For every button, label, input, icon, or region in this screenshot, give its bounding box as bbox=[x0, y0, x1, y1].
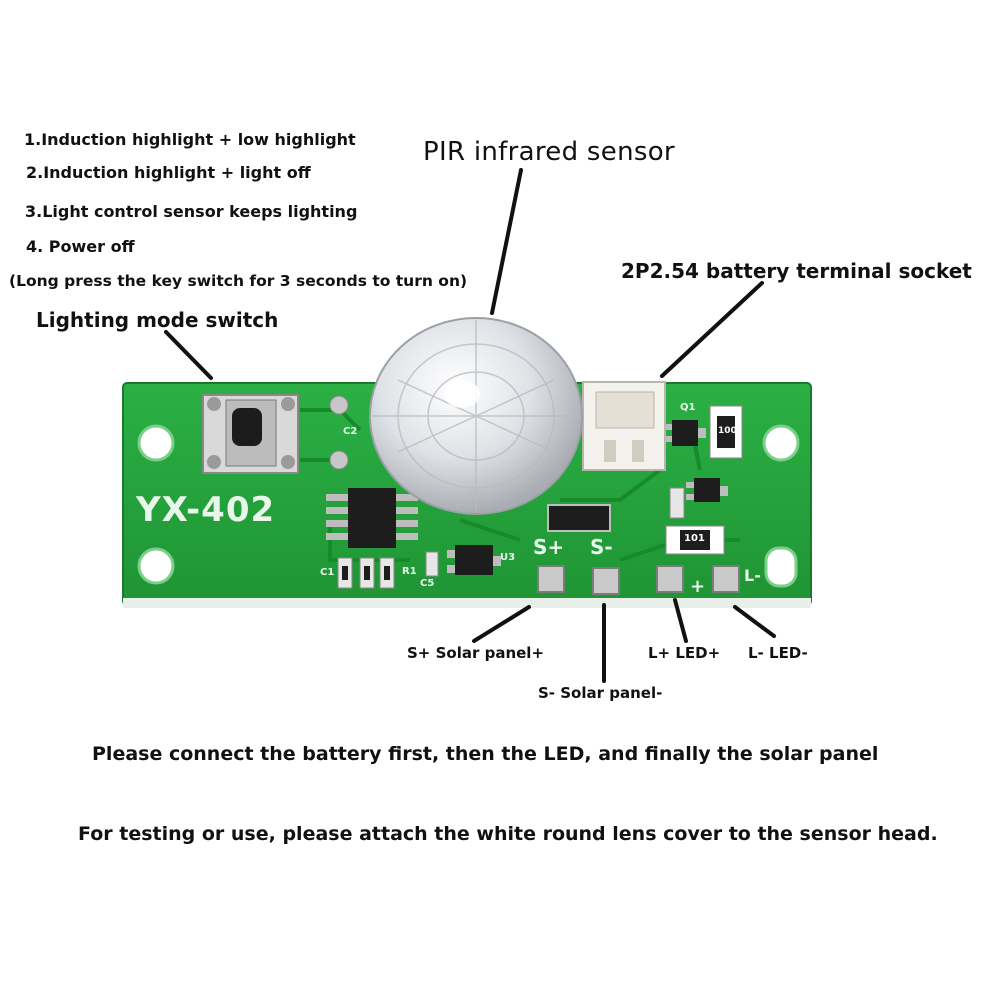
mount-slot-right-bottom bbox=[764, 546, 798, 588]
q1-transistor bbox=[664, 420, 706, 446]
callout-pir bbox=[490, 168, 523, 315]
tactile-switch bbox=[202, 394, 299, 474]
pad-label-plus: + bbox=[690, 576, 706, 597]
callout-switch bbox=[164, 330, 213, 380]
callout-solar-pos bbox=[472, 605, 531, 643]
board-model-label: YX-402 bbox=[136, 490, 276, 530]
pad-s-minus bbox=[592, 567, 620, 595]
resistor-100 bbox=[709, 405, 743, 459]
pad-label-s-plus: S+ bbox=[533, 535, 565, 559]
mode-1: 1.Induction highlight + low highlight bbox=[24, 130, 356, 149]
led-neg-label: L- LED- bbox=[748, 644, 808, 662]
silk-u3: U3 bbox=[500, 552, 516, 563]
mode-4: 4. Power off bbox=[26, 237, 135, 256]
battery-socket-label: 2P2.54 battery terminal socket bbox=[621, 259, 972, 283]
callout-lines bbox=[164, 168, 776, 683]
pad-l-minus bbox=[712, 565, 740, 593]
callout-led-neg bbox=[733, 605, 776, 638]
pad-label-l-minus: L- bbox=[744, 566, 761, 585]
silk-101: 101 bbox=[684, 533, 705, 544]
pcb-bottom-edge bbox=[123, 598, 811, 608]
solder-pads bbox=[537, 565, 740, 595]
callout-led-pos bbox=[673, 598, 688, 643]
silk-c2: C2 bbox=[343, 426, 358, 437]
solar-neg-label: S- Solar panel- bbox=[538, 684, 663, 702]
led-pos-label: L+ LED+ bbox=[648, 644, 721, 662]
mode-2: 2.Induction highlight + light off bbox=[26, 163, 311, 182]
u3-transistor bbox=[447, 545, 501, 575]
mount-hole-right-top bbox=[762, 424, 800, 462]
pad-label-s-minus: S- bbox=[590, 535, 613, 559]
mount-hole-left-bottom bbox=[137, 547, 175, 585]
silk-c1: C1 bbox=[320, 567, 335, 578]
ic-chip-main bbox=[326, 488, 418, 548]
resistor-101 bbox=[665, 525, 725, 555]
pad-s-plus bbox=[537, 565, 565, 593]
silk-q1: Q1 bbox=[680, 402, 696, 413]
silk-c5: C5 bbox=[420, 578, 435, 589]
mosfet-center bbox=[547, 504, 611, 532]
callout-battery bbox=[660, 281, 764, 378]
mount-hole-left-top bbox=[137, 424, 175, 462]
wiring-order-notice: Please connect the battery first, then t… bbox=[92, 743, 879, 765]
mode-switch-label: Lighting mode switch bbox=[36, 308, 279, 332]
capacitor-c5 bbox=[425, 551, 439, 577]
small-transistor-right bbox=[686, 478, 728, 502]
lens-cover-notice: For testing or use, please attach the wh… bbox=[78, 823, 938, 845]
pir-sensor-label: PIR infrared sensor bbox=[423, 137, 675, 167]
pad-l-plus bbox=[656, 565, 684, 593]
battery-connector bbox=[582, 381, 666, 471]
capacitor-right bbox=[669, 487, 685, 519]
silk-100: 100 bbox=[718, 426, 737, 436]
silk-r1: R1 bbox=[402, 566, 417, 577]
solar-pos-label: S+ Solar panel+ bbox=[407, 644, 545, 662]
pir-lens-dome bbox=[369, 317, 583, 515]
mode-note: (Long press the key switch for 3 seconds… bbox=[9, 272, 468, 290]
mode-3: 3.Light control sensor keeps lighting bbox=[25, 202, 358, 221]
